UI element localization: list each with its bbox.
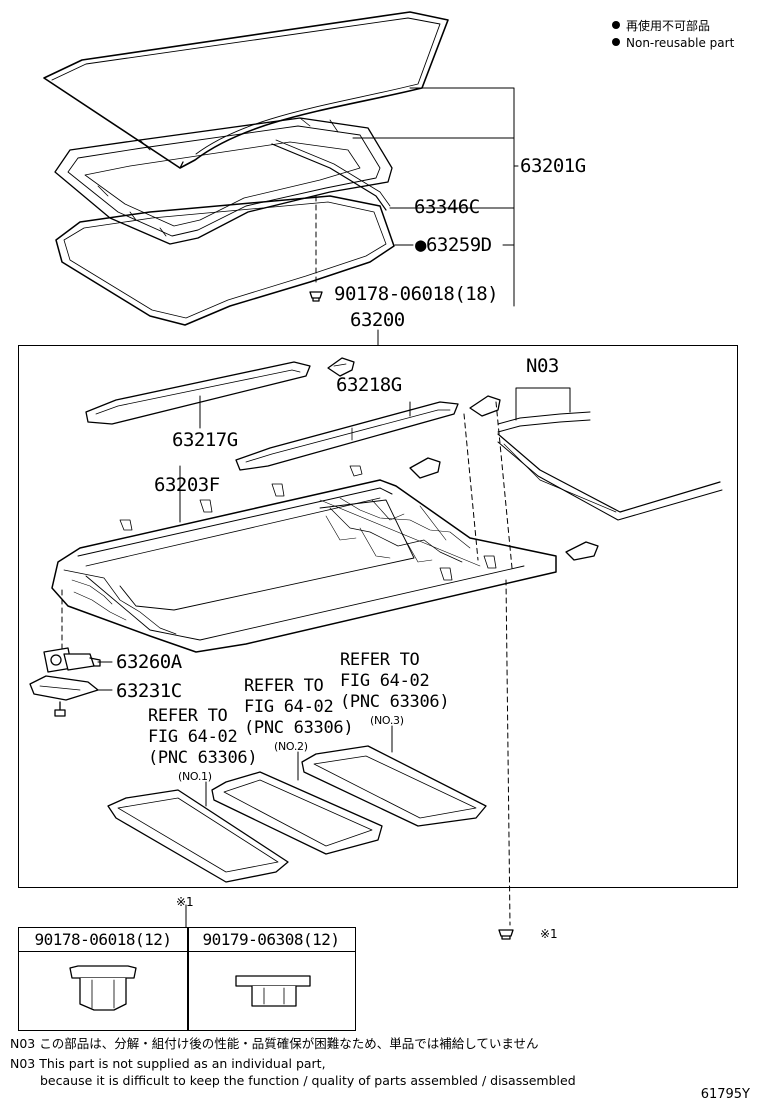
label-63217G: 63217G — [172, 429, 238, 451]
note-jp: N03 この部品は、分解・組付け後の性能・品質確保が困難なため、単品では補給して… — [10, 1036, 539, 1051]
deflector-63217G-drawing — [85, 361, 311, 429]
shade-panel-no1-drawing — [107, 781, 289, 883]
seal-strip-63346C — [271, 143, 387, 211]
label-63203F: 63203F — [154, 474, 220, 496]
rail-63218G-drawing — [235, 401, 459, 471]
nut-icon — [309, 291, 323, 302]
refer-block-no2: REFER TO FIG 64-02 (PNC 63306) (NO.2) — [244, 676, 354, 753]
nut-90179-illustration — [235, 975, 311, 1007]
refer-block-no3: REFER TO FIG 64-02 (PNC 63306) (NO.3) — [340, 650, 450, 727]
label-63201G: 63201G — [520, 155, 586, 177]
legend-row-jp: 再使用不可部品 — [612, 18, 734, 35]
non-reusable-dot-icon — [612, 21, 620, 29]
nut-90178-illustration — [69, 965, 137, 1011]
label-63231C: 63231C — [116, 680, 182, 702]
note-en-1: N03 This part is not supplied as an indi… — [10, 1056, 326, 1071]
label-63346C: 63346C — [414, 196, 480, 218]
shade-panel-no2-drawing — [211, 751, 383, 855]
legend-row-en: Non-reusable part — [612, 35, 734, 52]
diagram-code: 61795Y — [700, 1087, 750, 1102]
glass-frame-drawing — [54, 117, 393, 245]
bracket-63231C-drawing — [29, 675, 113, 717]
table-divider — [187, 928, 189, 1030]
fastener-table: 90178-06018(12) 90179-06308(12) — [18, 927, 356, 1031]
rail-set-N03-drawing — [497, 387, 723, 521]
mark-1-right: ※1 — [540, 927, 558, 941]
label-N03: N03 — [526, 355, 559, 377]
label-90178-06018-18: 90178-06018(18) — [334, 283, 499, 305]
fastener-col-90178: 90178-06018(12) — [19, 928, 187, 952]
label-63259D: ●63259D — [415, 234, 492, 256]
weatherstrip-drawing — [55, 195, 395, 326]
note-en-2: because it is difficult to keep the func… — [40, 1073, 576, 1088]
housing-63203F-drawing — [51, 465, 557, 653]
shade-panel-no3-drawing — [301, 725, 487, 827]
label-63260A: 63260A — [116, 651, 182, 673]
refer-block-no1: REFER TO FIG 64-02 (PNC 63306) (NO.1) — [148, 706, 258, 783]
fastener-col-90179: 90179-06308(12) — [187, 928, 355, 952]
non-reusable-dot-icon — [612, 38, 620, 46]
motor-63260A-drawing — [43, 647, 113, 673]
mark-1-top: ※1 — [176, 895, 194, 909]
nut-icon-bottom — [498, 929, 514, 940]
legend: 再使用不可部品 Non-reusable part — [612, 18, 734, 52]
label-63218G: 63218G — [336, 374, 402, 396]
label-63200: 63200 — [350, 309, 405, 331]
